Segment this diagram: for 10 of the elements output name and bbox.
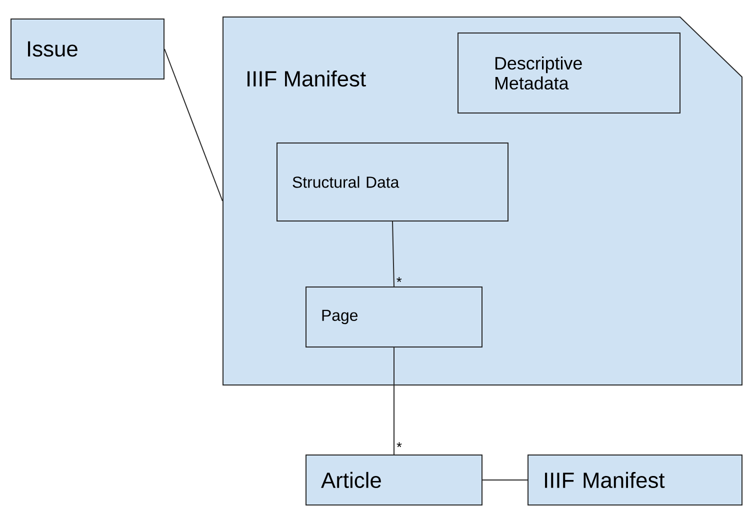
entity-box: IIIF Manifest: [528, 454, 742, 506]
connector-line: [164, 48, 223, 202]
entity-box: Page: [306, 286, 482, 348]
entity-box: Descriptive Metadata: [458, 32, 680, 114]
multiplicity-label: *: [396, 277, 402, 282]
entity-box: Structural Data: [276, 142, 508, 222]
entity-box: Issue: [10, 18, 164, 80]
connector-line: [392, 221, 394, 287]
multiplicity-label: *: [396, 442, 402, 448]
entity-box: Article: [306, 454, 482, 506]
